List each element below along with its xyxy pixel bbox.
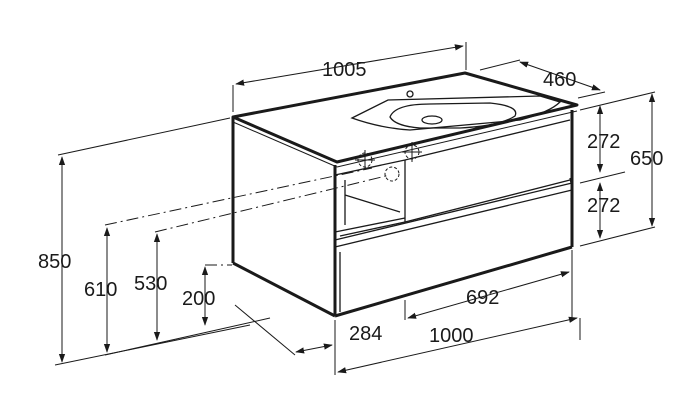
- label-basin-width: 1005: [322, 59, 367, 81]
- label-drain-height-2: 530: [134, 273, 167, 295]
- label-cabinet-height: 650: [630, 148, 663, 170]
- dim-line-cabinet-width: [337, 316, 578, 374]
- extension-lines: [54, 42, 656, 375]
- open-shelf: [334, 159, 406, 237]
- label-drawer-bottom: 272: [587, 195, 620, 217]
- dim-line-drawer-width: [407, 271, 570, 319]
- label-cabinet-width: 1000: [429, 325, 474, 347]
- dim-line-shelf-width: [295, 343, 333, 354]
- dim-line-depth: [519, 61, 601, 91]
- label-drawer-top: 272: [587, 131, 620, 153]
- label-drain-height-1: 610: [84, 279, 117, 301]
- lower-drawer: [334, 182, 573, 312]
- label-depth: 460: [543, 69, 576, 91]
- label-floor-clearance: 200: [182, 288, 215, 310]
- label-drawer-width: 692: [466, 287, 499, 309]
- countertop: [231, 71, 579, 164]
- upper-drawer: [404, 119, 573, 223]
- plumbing-lines: [104, 142, 422, 266]
- dim-line-basin-width: [235, 44, 464, 86]
- cabinet-outline: [231, 71, 579, 318]
- basin: [350, 90, 562, 131]
- label-shelf-width: 284: [349, 323, 382, 345]
- label-total-height: 850: [38, 251, 71, 273]
